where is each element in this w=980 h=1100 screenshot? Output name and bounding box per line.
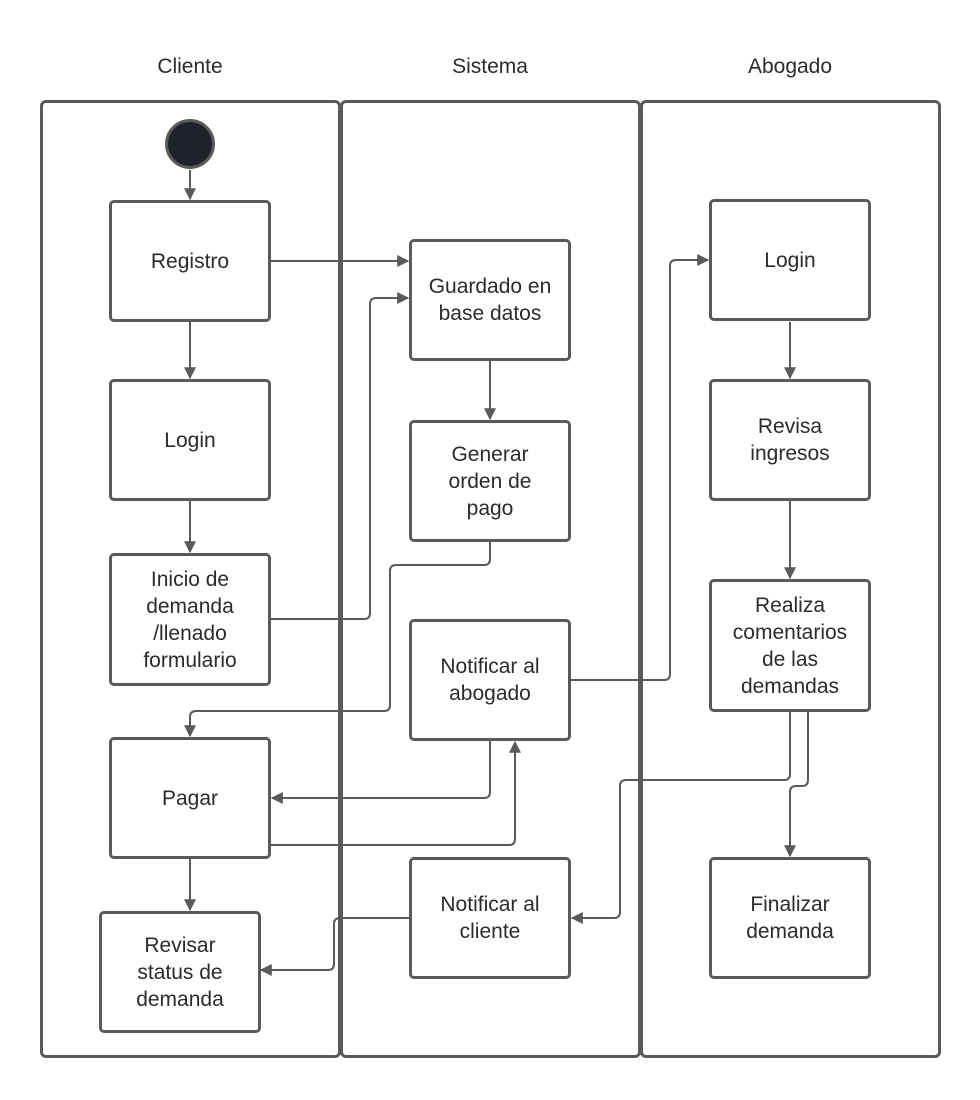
node-finalizar-demanda: Finalizar demanda <box>709 857 871 979</box>
node-revisar-status: Revisar status de demanda <box>99 911 261 1033</box>
node-inicio-demanda: Inicio de demanda /llenado formulario <box>109 553 271 686</box>
node-revisa-ingresos: Revisa ingresos <box>709 379 871 501</box>
edge-notificar-cliente-revisar <box>259 917 409 976</box>
node-login-cliente: Login <box>109 379 271 501</box>
edge-realiza-notificar-cliente <box>570 712 791 924</box>
edge-inicio-guardado <box>271 292 410 620</box>
start-node <box>165 119 215 169</box>
edge-notificar-abogado-login <box>571 254 710 681</box>
node-generar-orden-pago: Generar orden de pago <box>409 420 571 542</box>
edge-realiza-finalizar <box>784 712 809 858</box>
node-registro: Registro <box>109 200 271 322</box>
node-pagar: Pagar <box>109 737 271 859</box>
node-realiza-comentarios: Realiza comentarios de las demandas <box>709 579 871 712</box>
node-notificar-abogado: Notificar al abogado <box>409 619 571 741</box>
lane-title-sistema: Sistema <box>452 55 528 78</box>
node-login-abogado: Login <box>709 199 871 321</box>
node-notificar-cliente: Notificar al cliente <box>409 857 571 979</box>
node-guardado-base-datos: Guardado en base datos <box>409 239 571 361</box>
lane-title-cliente: Cliente <box>157 55 223 78</box>
edge-pagar-notificar-abogado <box>271 740 521 846</box>
edge-generar-pagar <box>184 542 491 738</box>
lane-title-abogado: Abogado <box>747 55 833 78</box>
edge-notificar-abogado-pagar <box>270 741 491 804</box>
